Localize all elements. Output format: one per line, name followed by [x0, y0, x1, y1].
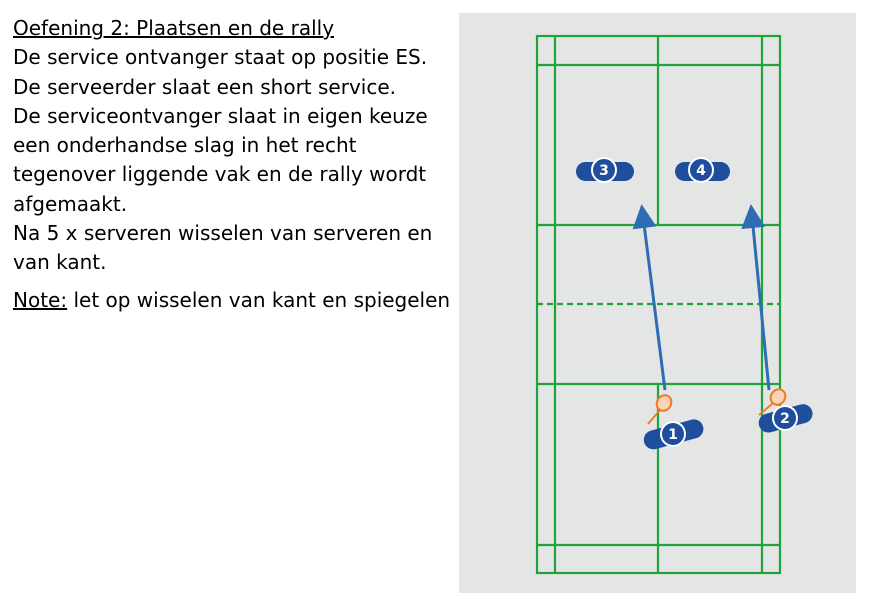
player-2-label: 2 — [780, 411, 790, 427]
player-1 — [643, 419, 704, 450]
instruction-line: De service ontvanger staat op positie ES… — [13, 45, 428, 70]
player-4 — [675, 157, 730, 183]
arrow-player-1 — [632, 204, 667, 391]
note-label: Note: — [13, 287, 68, 312]
player-3 — [576, 157, 634, 183]
racket-icon — [758, 388, 787, 416]
player-4-label: 4 — [696, 163, 706, 179]
exercise-description: Oefening 2: Plaatsen en de rally De serv… — [13, 14, 453, 315]
shot-arrows — [632, 204, 771, 391]
player-2 — [758, 404, 813, 433]
racket-icon — [647, 394, 673, 425]
instruction-line: De serveerder slaat een short service. — [13, 74, 396, 99]
note-text: let op wisselen van kant en spiegelen — [67, 287, 451, 312]
arrow-player-2 — [741, 204, 771, 391]
exercise-title: Oefening 2: Plaatsen en de rally — [13, 16, 335, 40]
player-3-label: 3 — [599, 163, 609, 179]
instruction-line: Na 5 x serveren wisselen van serveren en… — [13, 221, 433, 275]
note: Note: let op wisselen van kant en spiege… — [13, 286, 453, 315]
player-1-label: 1 — [668, 427, 678, 443]
court-lines — [535, 34, 782, 575]
player-markers — [576, 157, 813, 450]
instruction-line: De serviceontvanger slaat in eigen keuze… — [13, 103, 428, 216]
